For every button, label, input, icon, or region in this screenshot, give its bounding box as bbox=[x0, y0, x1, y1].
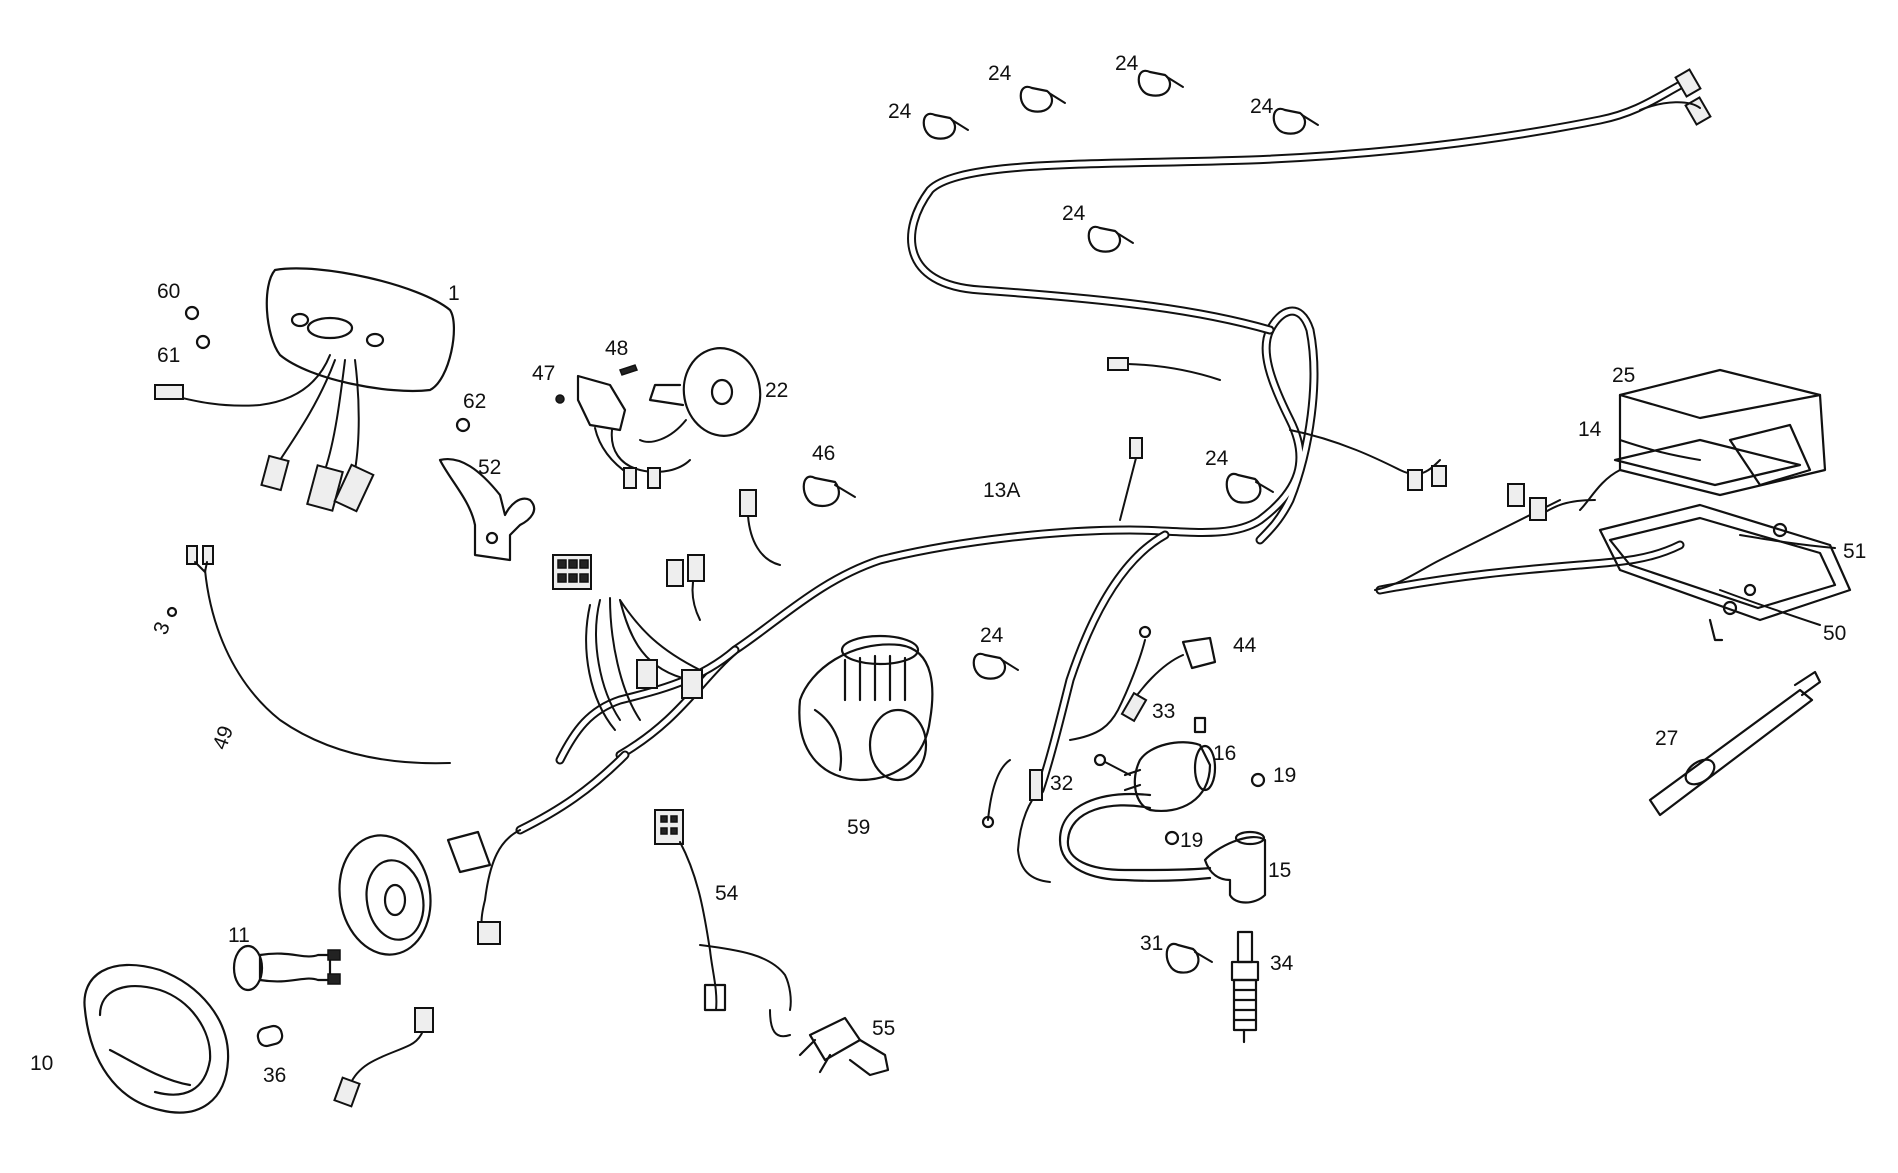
label-part-49: 49 bbox=[208, 723, 238, 753]
screw-33 bbox=[1193, 716, 1207, 734]
label-part-24-d: 24 bbox=[1250, 95, 1274, 118]
cable-clamp-24-e bbox=[1087, 225, 1134, 253]
cable-clamp-24-b bbox=[1019, 85, 1066, 113]
toggle-switch bbox=[798, 1016, 890, 1077]
label-part-24-a: 24 bbox=[888, 100, 912, 123]
label-part-51: 51 bbox=[1843, 540, 1866, 563]
cdi-unit bbox=[1618, 368, 1827, 497]
label-part-44: 44 bbox=[1233, 634, 1257, 657]
ht-lead bbox=[1066, 804, 1212, 872]
label-part-31: 31 bbox=[1140, 932, 1163, 955]
label-part-54: 54 bbox=[715, 882, 739, 905]
bracket-52 bbox=[438, 457, 536, 562]
label-part-24-f: 24 bbox=[1205, 447, 1229, 470]
label-part-22: 22 bbox=[765, 379, 788, 402]
socket-block bbox=[446, 830, 492, 874]
inline-connector bbox=[1029, 769, 1043, 801]
label-part-15: 15 bbox=[1268, 859, 1291, 882]
label-part-1: 1 bbox=[448, 282, 460, 305]
multi-pin-connector bbox=[552, 554, 592, 590]
ground-cable bbox=[186, 545, 451, 765]
washer-19b bbox=[1164, 830, 1180, 846]
horn bbox=[639, 347, 762, 443]
bracket-hole bbox=[485, 531, 499, 545]
label-part-11: 11 bbox=[228, 924, 250, 947]
cable-clamp-31 bbox=[1165, 942, 1213, 974]
cable-clamp-46 bbox=[802, 475, 856, 508]
label-part-24-g: 24 bbox=[980, 624, 1004, 647]
headlight-bulb bbox=[232, 944, 341, 992]
cdi-plug-a bbox=[1507, 483, 1525, 507]
label-part-59: 59 bbox=[847, 816, 870, 839]
rubber-pad bbox=[1613, 438, 1802, 487]
label-part-46: 46 bbox=[812, 442, 835, 465]
ground-eye bbox=[981, 815, 995, 829]
cdi-plug-b bbox=[1529, 497, 1547, 521]
ignition-wire-32 bbox=[1016, 789, 1051, 883]
label-part-47: 47 bbox=[532, 362, 555, 385]
label-part-25: 25 bbox=[1612, 364, 1635, 387]
part-labels: 1 60 61 62 52 47 48 22 46 13A 3 49 59 11… bbox=[30, 52, 1866, 1087]
ht-lead-inner bbox=[1058, 793, 1212, 882]
label-part-16: 16 bbox=[1213, 742, 1236, 765]
label-part-36: 36 bbox=[263, 1064, 286, 1087]
ground-wire bbox=[987, 759, 1011, 821]
main-wiring-harness bbox=[515, 68, 1712, 835]
label-part-34: 34 bbox=[1270, 952, 1294, 975]
label-part-50: 50 bbox=[1823, 622, 1846, 645]
label-part-27: 27 bbox=[1655, 727, 1678, 750]
bulb-61 bbox=[195, 334, 211, 350]
label-part-24-b: 24 bbox=[988, 62, 1012, 85]
relay bbox=[555, 364, 691, 489]
mounting-tray bbox=[1598, 503, 1852, 642]
bulb-3 bbox=[166, 606, 178, 618]
connector-44 bbox=[1069, 625, 1217, 741]
label-part-14: 14 bbox=[1578, 418, 1602, 441]
label-part-24-e: 24 bbox=[1062, 202, 1086, 225]
label-part-10: 10 bbox=[30, 1052, 53, 1075]
label-part-48: 48 bbox=[605, 337, 628, 360]
label-part-61: 61 bbox=[157, 344, 180, 367]
cable-clamp-24-c bbox=[1137, 69, 1184, 97]
retaining-strap bbox=[1648, 670, 1822, 817]
socket-connector bbox=[477, 921, 501, 945]
cable-clamp-24-a bbox=[922, 112, 969, 140]
headlamp bbox=[83, 963, 230, 1114]
switch-harness bbox=[654, 809, 792, 1038]
washer-19a bbox=[1250, 772, 1266, 788]
cable-clamp-24-g bbox=[972, 652, 1019, 680]
label-part-55: 55 bbox=[872, 1017, 895, 1040]
label-part-60: 60 bbox=[157, 280, 180, 303]
cdi-wires bbox=[1579, 469, 1621, 511]
spark-plug-cap bbox=[1203, 830, 1267, 904]
lamp-socket-wire bbox=[333, 1007, 434, 1108]
cable-clamp-24-f bbox=[1225, 472, 1274, 504]
label-part-33: 33 bbox=[1152, 700, 1175, 723]
label-part-19-a: 19 bbox=[1273, 764, 1296, 787]
handlebar-switch bbox=[798, 634, 934, 782]
connector-33-plug bbox=[1120, 691, 1148, 723]
label-part-24-c: 24 bbox=[1115, 52, 1139, 75]
bulb-62 bbox=[455, 417, 471, 433]
headlight-reflector bbox=[338, 834, 432, 956]
label-part-52: 52 bbox=[478, 456, 501, 479]
ignition-coil bbox=[1093, 741, 1217, 812]
label-part-62: 62 bbox=[463, 390, 486, 413]
socket-wire bbox=[480, 829, 521, 936]
label-part-3: 3 bbox=[149, 619, 175, 638]
label-part-19-b: 19 bbox=[1180, 829, 1203, 852]
cable-clamp-24-d bbox=[1272, 107, 1319, 135]
bulb-60 bbox=[184, 305, 200, 321]
leader-lines bbox=[1619, 439, 1836, 626]
parking-bulb bbox=[256, 1024, 284, 1048]
label-part-13a: 13A bbox=[983, 479, 1020, 502]
spark-plug bbox=[1230, 930, 1260, 1044]
instrument-cluster bbox=[154, 267, 455, 513]
label-part-32: 32 bbox=[1050, 772, 1073, 795]
